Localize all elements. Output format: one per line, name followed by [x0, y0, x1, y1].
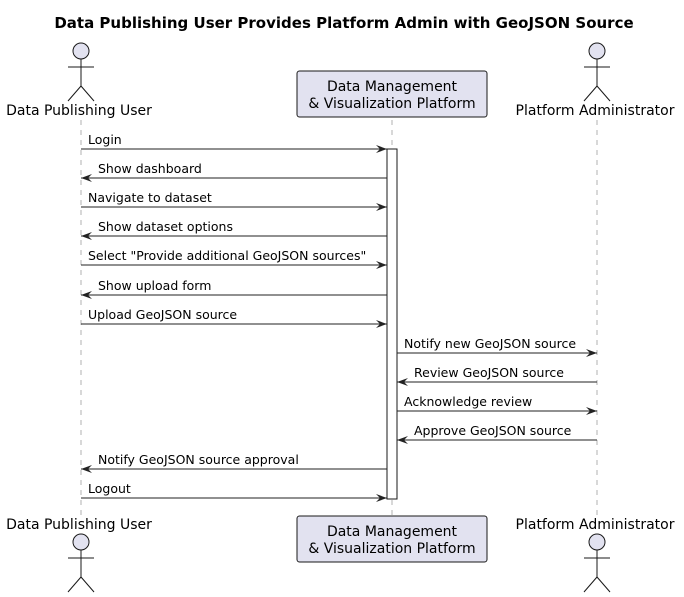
message-label: Show dataset options [98, 219, 233, 234]
arrowhead-icon [397, 378, 408, 386]
arrowhead-icon [586, 407, 597, 415]
message-select-provide-additional-geojson-sources: Select "Provide additional GeoJSON sourc… [81, 248, 387, 269]
arrowhead-icon [376, 145, 387, 153]
message-label: Notify new GeoJSON source [404, 336, 576, 351]
message-label: Notify GeoJSON source approval [98, 452, 299, 467]
message-notify-new-geojson-source: Notify new GeoJSON source [397, 336, 597, 357]
platform-activation-bar [386, 148, 398, 500]
message-logout: Logout [81, 481, 387, 502]
message-label: Review GeoJSON source [414, 365, 564, 380]
arrowhead-icon [81, 465, 92, 473]
participant-platform-top: Data Management & Visualization Platform [296, 70, 488, 118]
stick-figure-icon [583, 533, 611, 593]
arrowhead-icon [376, 494, 387, 502]
actor-user-top: Data Publishing User [6, 42, 152, 119]
stick-figure-icon [583, 42, 611, 102]
actor-admin-bottom: Platform Administrator [516, 517, 675, 593]
message-acknowledge-review: Acknowledge review [397, 394, 597, 415]
message-label: Show dashboard [98, 161, 202, 176]
diagram-title: Data Publishing User Provides Platform A… [54, 14, 633, 32]
message-label: Show upload form [98, 278, 211, 293]
arrowhead-icon [81, 174, 92, 182]
message-label: Navigate to dataset [88, 190, 212, 205]
actor-user-label-bottom: Data Publishing User [6, 517, 152, 533]
actor-user-label: Data Publishing User [6, 103, 152, 119]
actor-admin-label: Platform Administrator [516, 103, 675, 119]
platform-label-line1: Data Management [327, 79, 458, 95]
stick-figure-icon [67, 42, 95, 102]
message-login: Login [81, 132, 387, 153]
message-label: Acknowledge review [404, 394, 532, 409]
platform-label-line2: & Visualization Platform [308, 96, 475, 112]
message-label: Approve GeoJSON source [414, 423, 572, 438]
message-show-dataset-options: Show dataset options [81, 219, 387, 240]
participant-platform-bottom: Data Management & Visualization Platform [296, 515, 488, 563]
platform-label-line2-bottom: & Visualization Platform [308, 541, 475, 557]
arrowhead-icon [376, 261, 387, 269]
message-label: Login [88, 132, 122, 147]
message-upload-geojson-source: Upload GeoJSON source [81, 307, 387, 328]
message-review-geojson-source: Review GeoJSON source [397, 365, 597, 386]
arrowhead-icon [376, 320, 387, 328]
message-notify-geojson-source-approval: Notify GeoJSON source approval [81, 452, 387, 473]
message-show-dashboard: Show dashboard [81, 161, 387, 182]
actor-user-bottom: Data Publishing User [6, 517, 152, 593]
message-label: Select "Provide additional GeoJSON sourc… [88, 248, 366, 263]
arrowhead-icon [376, 203, 387, 211]
platform-label-line1-bottom: Data Management [327, 524, 458, 540]
arrowhead-icon [81, 232, 92, 240]
message-label: Logout [88, 481, 131, 496]
arrowhead-icon [397, 436, 408, 444]
actor-admin-label-bottom: Platform Administrator [516, 517, 675, 533]
stick-figure-icon [67, 533, 95, 593]
arrowhead-icon [81, 291, 92, 299]
message-navigate-to-dataset: Navigate to dataset [81, 190, 387, 211]
message-label: Upload GeoJSON source [88, 307, 237, 322]
message-show-upload-form: Show upload form [81, 278, 387, 299]
message-approve-geojson-source: Approve GeoJSON source [397, 423, 597, 444]
actor-admin-top: Platform Administrator [516, 42, 675, 119]
arrowhead-icon [586, 349, 597, 357]
